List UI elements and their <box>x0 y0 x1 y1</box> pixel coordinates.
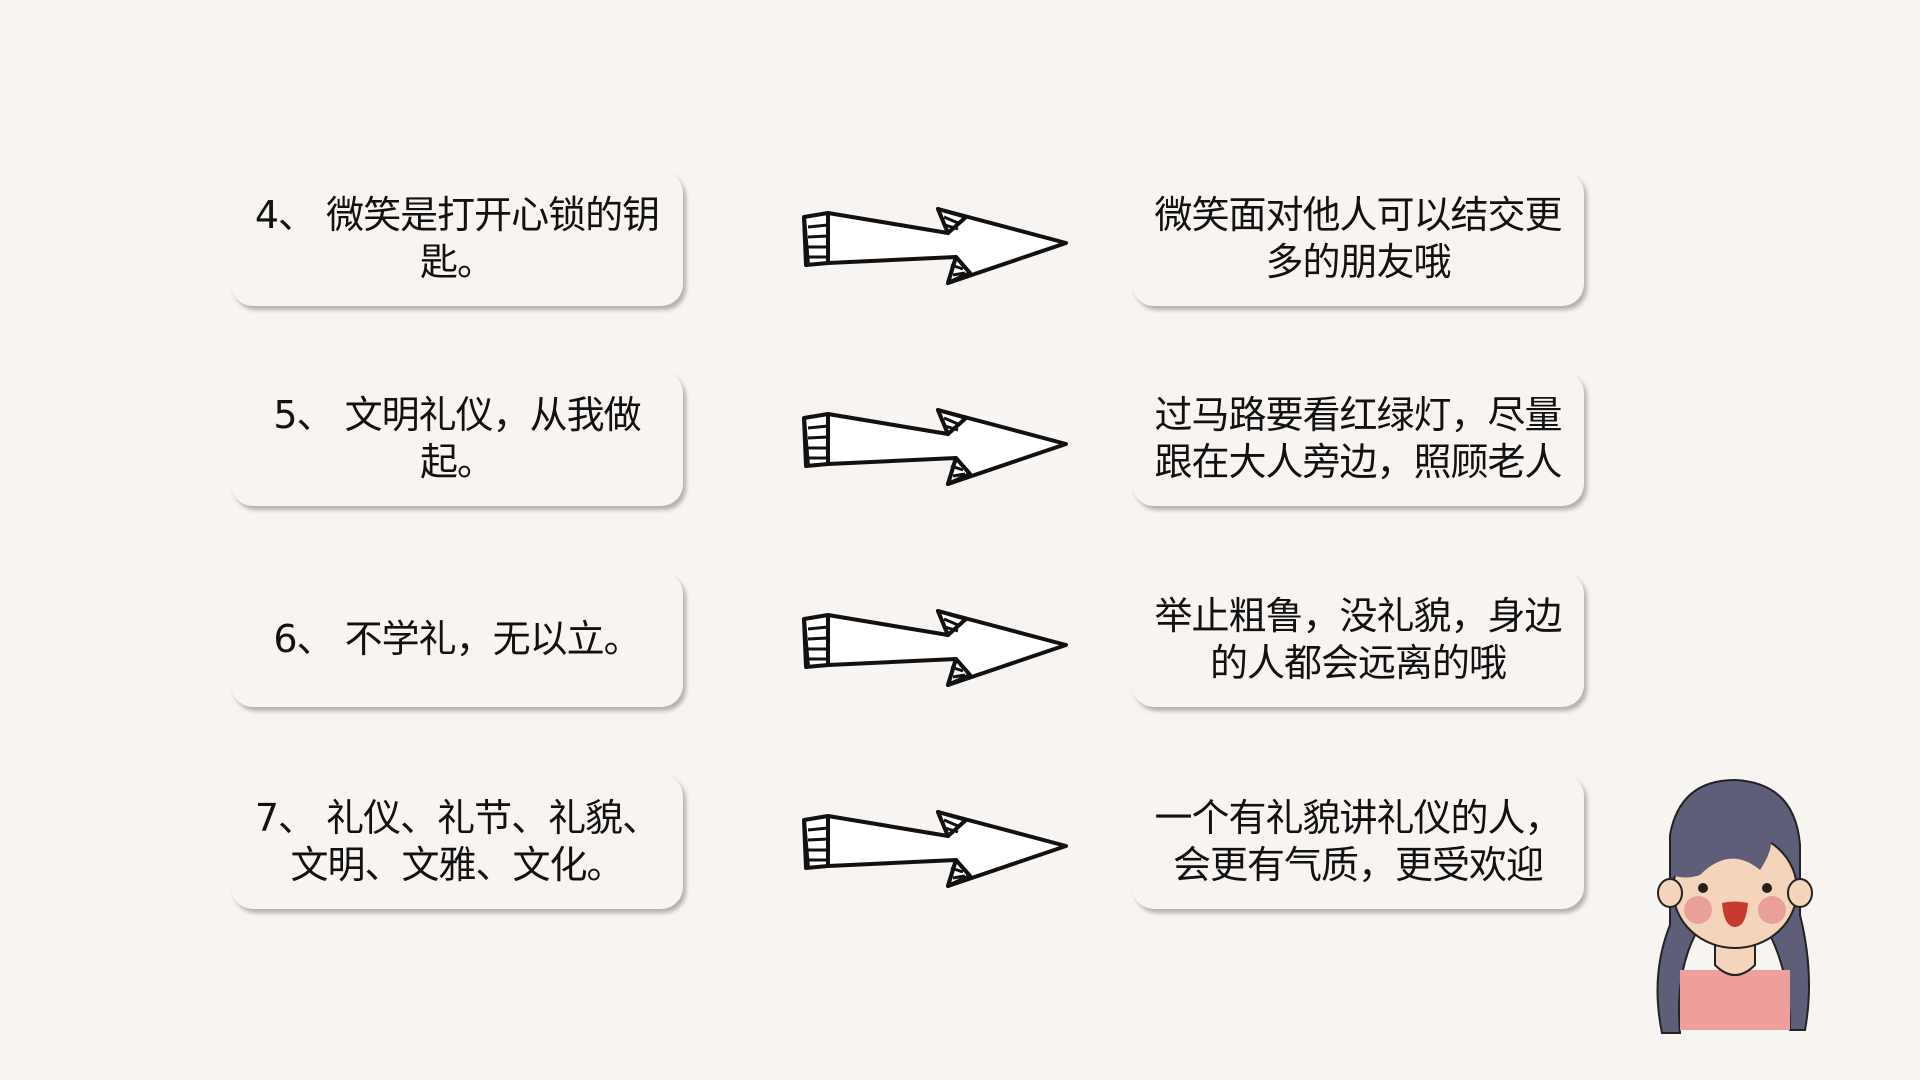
left-text: 7、 礼仪、礼节、礼貌、文明、文雅、文化。 <box>254 795 660 887</box>
right-text: 微笑面对他人可以结交更多的朋友哦 <box>1154 192 1562 284</box>
girl-illustration <box>1656 778 1813 1034</box>
right-box-1: 微笑面对他人可以结交更多的朋友哦 <box>1132 171 1584 306</box>
arrow-icon <box>802 408 1068 486</box>
left-box-7: 7、 礼仪、礼节、礼貌、文明、文雅、文化。 <box>231 774 683 909</box>
right-text: 过马路要看红绿灯，尽量跟在大人旁边，照顾老人 <box>1154 392 1562 484</box>
right-text: 一个有礼貌讲礼仪的人，会更有气质，更受欢迎 <box>1154 795 1562 887</box>
left-box-5: 5、 文明礼仪，从我做起。 <box>231 371 683 506</box>
right-box-3: 举止粗鲁，没礼貌，身边的人都会远离的哦 <box>1132 572 1584 707</box>
arrow-icon <box>802 810 1068 888</box>
right-text: 举止粗鲁，没礼貌，身边的人都会远离的哦 <box>1154 593 1562 685</box>
left-text: 5、 文明礼仪，从我做起。 <box>273 392 641 484</box>
left-box-6: 6、 不学礼，无以立。 <box>231 572 683 707</box>
arrow-icon <box>802 207 1068 285</box>
left-box-4: 4、 微笑是打开心锁的钥匙。 <box>231 171 683 306</box>
arrow-icon <box>802 609 1068 687</box>
left-text: 4、 微笑是打开心锁的钥匙。 <box>254 192 660 284</box>
right-box-4: 一个有礼貌讲礼仪的人，会更有气质，更受欢迎 <box>1132 774 1584 909</box>
left-text: 6、 不学礼，无以立。 <box>273 617 641 661</box>
right-box-2: 过马路要看红绿灯，尽量跟在大人旁边，照顾老人 <box>1132 371 1584 506</box>
